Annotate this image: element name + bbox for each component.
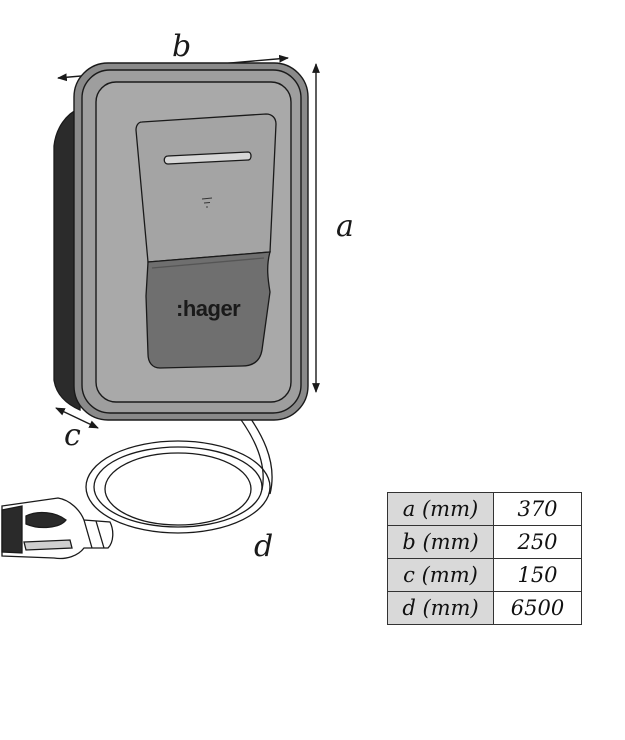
table-row: c (mm) 150 xyxy=(387,558,582,592)
table-row: a (mm) 370 xyxy=(387,492,582,526)
dimension-value: 150 xyxy=(493,558,582,592)
dimension-key: d (mm) xyxy=(387,591,494,625)
dimension-a: a xyxy=(312,63,354,393)
dimension-value: 250 xyxy=(493,525,582,559)
dimension-key: b (mm) xyxy=(387,525,494,559)
dimension-value: 6500 xyxy=(493,591,582,625)
dimension-a-label: a xyxy=(336,209,354,244)
brand-logo: :hager xyxy=(176,296,241,321)
dimension-key: a (mm) xyxy=(387,492,494,526)
dimension-c-label: c xyxy=(64,418,81,453)
dimension-value: 370 xyxy=(493,492,582,526)
charging-plug xyxy=(1,497,114,560)
dimension-key: c (mm) xyxy=(387,558,494,592)
table-row: d (mm) 6500 xyxy=(387,591,582,625)
table-row: b (mm) 250 xyxy=(387,525,582,559)
status-led-icon xyxy=(201,197,213,208)
dimension-b-label: b xyxy=(172,29,191,64)
dimension-d-label: d xyxy=(254,529,273,564)
dimension-c: c xyxy=(55,407,99,453)
wallbox-panel xyxy=(135,113,277,263)
socket-cover: :hager xyxy=(145,251,271,369)
dimensions-table: a (mm) 370 b (mm) 250 c (mm) 150 d (mm) … xyxy=(387,492,582,625)
